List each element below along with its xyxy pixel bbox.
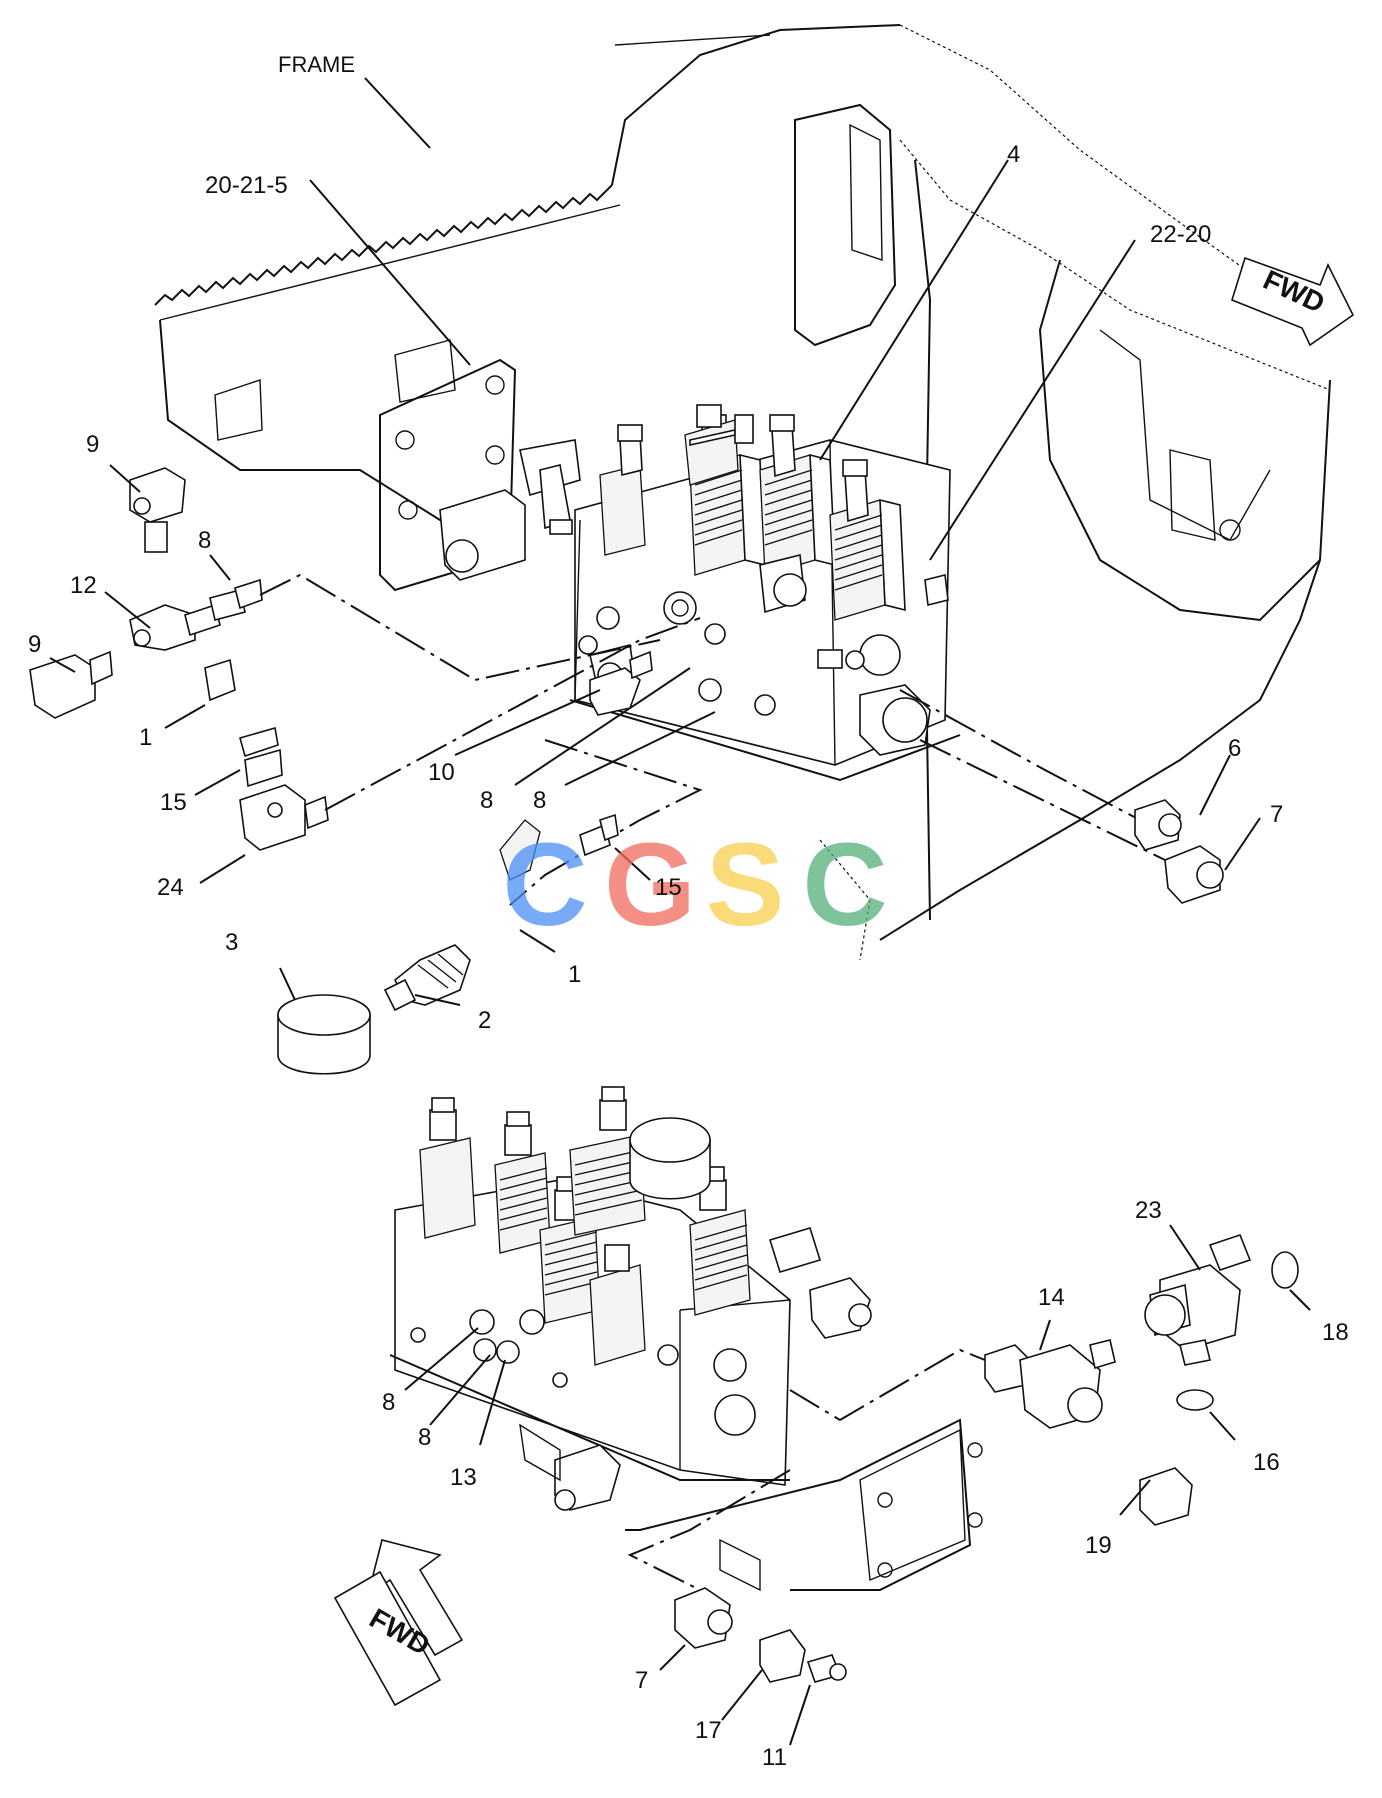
callout-leaders (49, 77, 1311, 1746)
label-20-21-5: 20-21-5 (205, 172, 288, 199)
valve-block-bottom (389, 1086, 983, 1592)
right-fittings-bottom (674, 1234, 1299, 1683)
flow-leaders-top (259, 573, 1166, 906)
right-fittings-top (1134, 799, 1224, 904)
label-18: 18 (1322, 1319, 1349, 1346)
watermark-letter-c1: C (502, 819, 587, 951)
label-23: 23 (1135, 1197, 1162, 1224)
label-7-lower: 7 (635, 1667, 648, 1694)
label-3: 3 (225, 929, 238, 956)
watermark-letter-c2: C (802, 819, 887, 951)
fwd-arrow-bottom: FWD (333, 1539, 464, 1707)
frame-outline (154, 24, 1331, 961)
label-8-bottom-lower: 8 (418, 1424, 431, 1451)
label-12: 12 (70, 572, 97, 599)
label-24: 24 (157, 874, 184, 901)
label-6: 6 (1228, 735, 1241, 762)
label-8-mid-right: 8 (533, 787, 546, 814)
label-1-center: 1 (568, 961, 581, 988)
left-fittings (29, 467, 653, 851)
label-9-upper: 9 (86, 431, 99, 458)
label-14: 14 (1038, 1284, 1065, 1311)
label-10: 10 (428, 759, 455, 786)
fwd-arrow-top: FWD (1231, 256, 1355, 347)
callout-labels: FRAME 20-21-5 4 22-20 9 8 12 9 1 15 24 1… (28, 52, 1349, 1771)
watermark-letter-s: S (706, 819, 785, 951)
watermark-letter-g: G (604, 819, 696, 951)
watermark: C G S C (502, 819, 887, 951)
label-16: 16 (1253, 1449, 1280, 1476)
label-22-20: 22-20 (1150, 221, 1211, 248)
label-11: 11 (762, 1744, 787, 1771)
label-8-mid-left: 8 (480, 787, 493, 814)
label-1-upper: 1 (139, 724, 152, 751)
label-15-center: 15 (655, 874, 682, 901)
label-15-left: 15 (160, 789, 187, 816)
label-7-upper: 7 (1270, 801, 1283, 828)
label-17: 17 (695, 1717, 722, 1744)
coupler-assembly (277, 813, 619, 1075)
label-frame: FRAME (278, 52, 355, 77)
label-2: 2 (478, 1007, 491, 1034)
label-13: 13 (450, 1464, 477, 1491)
label-8-bottom-upper: 8 (382, 1389, 395, 1416)
label-4: 4 (1007, 141, 1020, 168)
label-9-lower: 9 (28, 631, 41, 658)
label-8-upper: 8 (198, 527, 211, 554)
label-19: 19 (1085, 1532, 1112, 1559)
valve-block-top (439, 404, 961, 782)
